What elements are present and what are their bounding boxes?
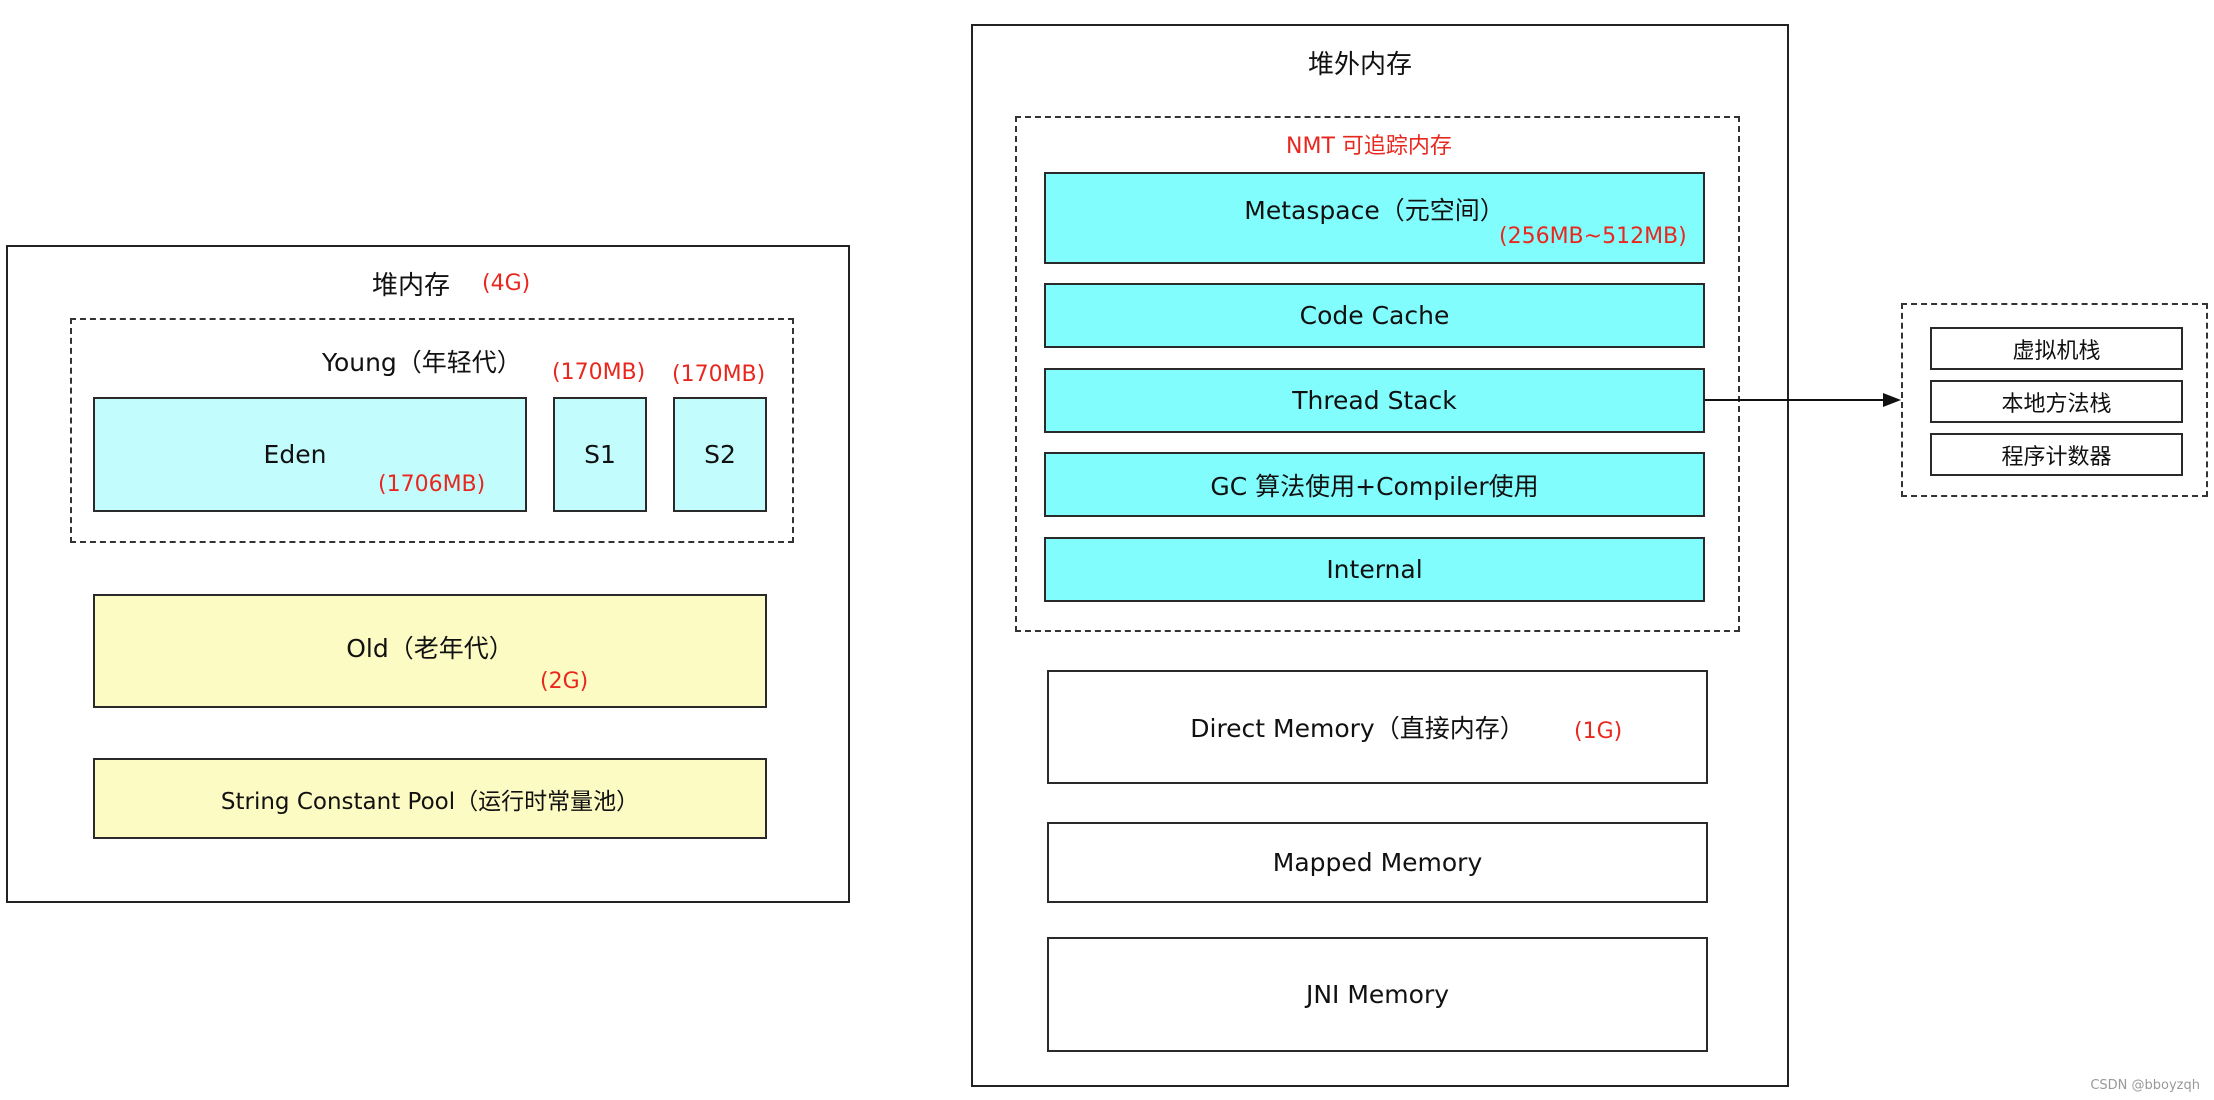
thread-stack-label: Thread Stack [1292, 386, 1457, 415]
thread-stack-arrow [1705, 393, 1901, 407]
old-generation: Old（老年代） [93, 594, 767, 708]
detail-item-label: 虚拟机栈 [2012, 338, 2101, 364]
s1-size-label: (170MB) [552, 360, 646, 385]
gc-compiler-label: GC 算法使用+Compiler使用 [1210, 471, 1539, 501]
young-generation-box [70, 318, 794, 543]
eden-label: Eden [263, 440, 327, 469]
nmt-title: NMT 可追踪内存 [1286, 134, 1452, 159]
offheap-title: 堆外内存 [1308, 50, 1413, 80]
survivor-s2: S2 [673, 397, 767, 512]
internal-label: Internal [1326, 555, 1423, 584]
watermark: CSDN @bboyzqh [2090, 1078, 2200, 1093]
heap-size-label: (4G) [482, 271, 531, 296]
mapped-memory: Mapped Memory [1047, 822, 1708, 903]
jni-memory-label: JNI Memory [1305, 980, 1450, 1009]
s2-label: S2 [704, 440, 736, 469]
jvm-stack-item: 虚拟机栈 [1930, 327, 2183, 370]
internal: Internal [1044, 537, 1705, 602]
heap-memory-box [6, 245, 850, 903]
direct-memory-size-label: (1G) [1574, 719, 1623, 744]
direct-memory: Direct Memory（直接内存） [1047, 670, 1708, 784]
direct-memory-label: Direct Memory（直接内存） [1190, 714, 1525, 743]
heap-title: 堆内存 [372, 271, 451, 301]
string-pool-label: String Constant Pool（运行时常量池） [220, 788, 640, 815]
detail-item-label: 本地方法栈 [2001, 391, 2112, 417]
metaspace: Metaspace（元空间） [1044, 172, 1705, 264]
gc-compiler: GC 算法使用+Compiler使用 [1044, 452, 1705, 517]
young-title: Young（年轻代） [322, 348, 522, 377]
old-size-label: (2G) [540, 669, 589, 694]
survivor-s1: S1 [553, 397, 647, 512]
detail-item-label: 程序计数器 [2001, 444, 2112, 470]
program-counter-item: 程序计数器 [1930, 433, 2183, 476]
code-cache: Code Cache [1044, 283, 1705, 348]
code-cache-label: Code Cache [1299, 301, 1450, 330]
eden-size-label: (1706MB) [378, 472, 486, 497]
s2-size-label: (170MB) [672, 362, 766, 387]
old-label: Old（老年代） [346, 634, 514, 663]
string-constant-pool: String Constant Pool（运行时常量池） [93, 758, 767, 839]
metaspace-label: Metaspace（元空间） [1244, 196, 1505, 225]
metaspace-size-label: (256MB~512MB) [1499, 224, 1687, 249]
thread-stack-detail-box [1901, 303, 2208, 497]
thread-stack: Thread Stack [1044, 368, 1705, 433]
offheap-memory-box [971, 24, 1789, 1087]
eden-space: Eden [93, 397, 527, 512]
jni-memory: JNI Memory [1047, 937, 1708, 1052]
mapped-memory-label: Mapped Memory [1272, 848, 1483, 877]
s1-label: S1 [584, 440, 616, 469]
native-method-stack-item: 本地方法栈 [1930, 380, 2183, 423]
nmt-box [1015, 116, 1740, 632]
